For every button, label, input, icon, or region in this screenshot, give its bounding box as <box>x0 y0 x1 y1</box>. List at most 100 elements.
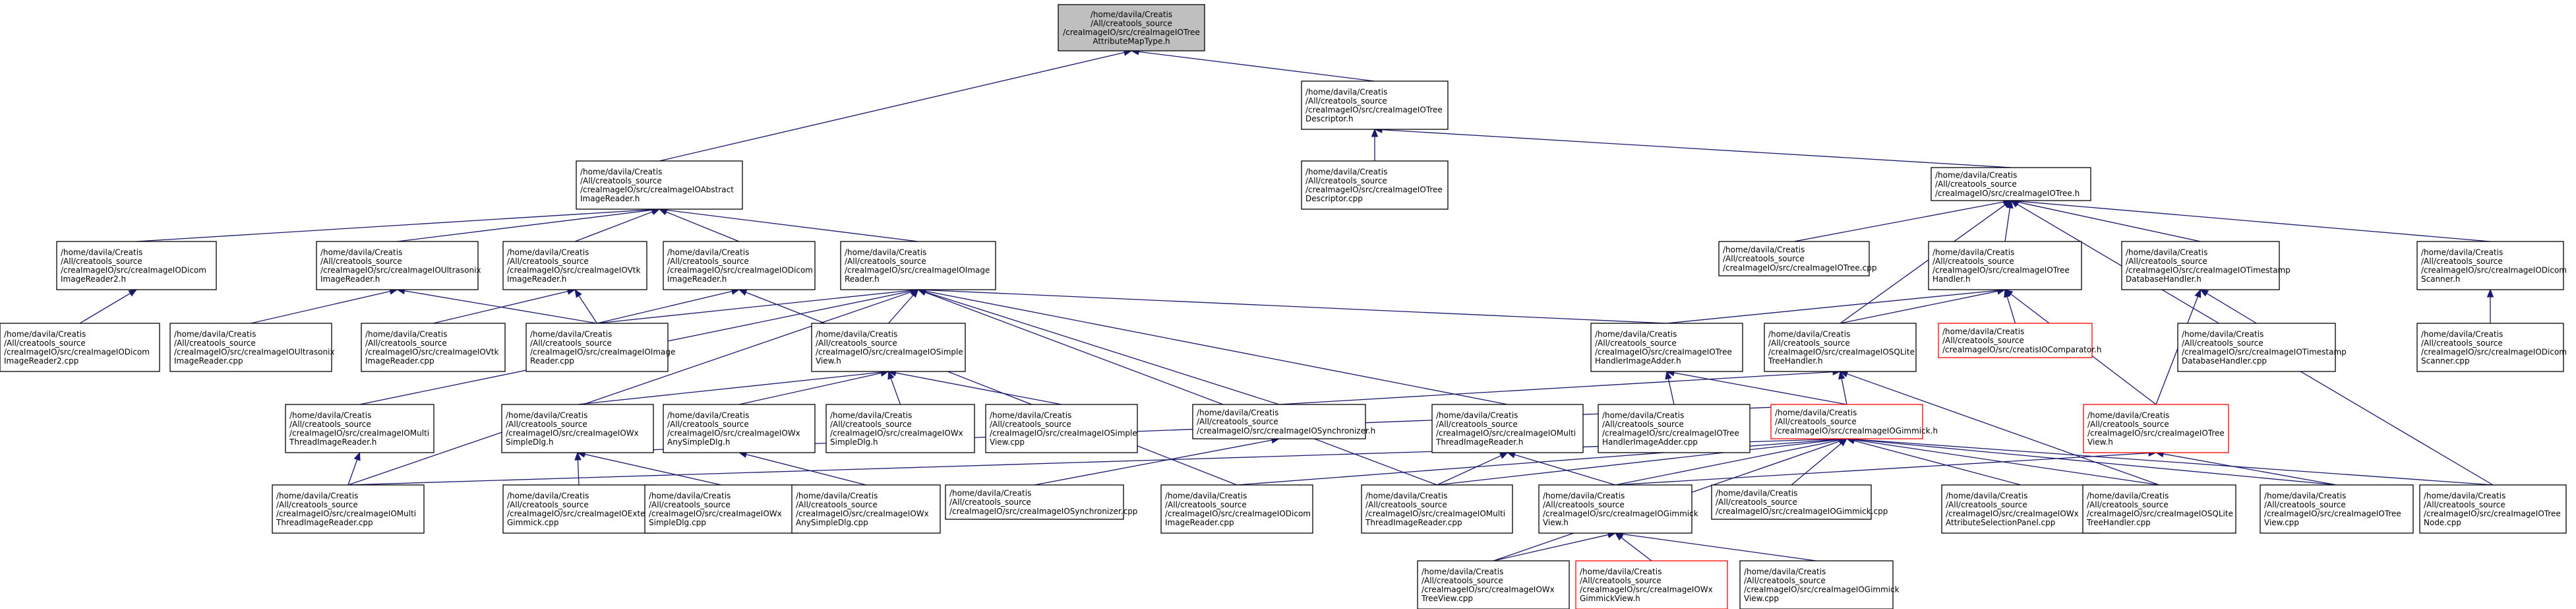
file-node[interactable]: /home/davila/Creatis/All/creatools_sourc… <box>1739 560 1900 609</box>
file-node[interactable]: /home/davila/Creatis/All/creatools_sourc… <box>2121 241 2291 290</box>
node-label-line: /All/creatools_source <box>174 338 256 348</box>
file-node[interactable]: /home/davila/Creatis/All/creatools_sourc… <box>945 484 1137 520</box>
node-box <box>1192 404 1366 439</box>
node-label-line: /home/davila/Creatis <box>1365 491 1447 500</box>
file-node[interactable]: /home/davila/Creatis/All/creatools_sourc… <box>502 484 661 534</box>
node-label-line: /creaImageIO/src/creatisIOComparator.h <box>1942 345 2101 354</box>
file-node[interactable]: /home/davila/Creatis/All/creatools_sourc… <box>1301 80 1449 130</box>
file-node[interactable]: /home/davila/Creatis/All/creatools_sourc… <box>1538 484 1698 534</box>
file-node[interactable]: /home/davila/Creatis/All/creatools_sourc… <box>811 323 966 372</box>
node-label-line: /home/davila/Creatis <box>289 410 371 420</box>
file-node[interactable]: /home/davila/Creatis/All/creatools_sourc… <box>985 404 1138 453</box>
file-node[interactable]: /home/davila/Creatis/All/creatools_sourc… <box>525 323 675 372</box>
node-label-line: /creaImageIO/src/creaImageIOWx <box>667 429 800 438</box>
file-node[interactable]: /home/davila/Creatis/All/creatools_sourc… <box>501 404 654 453</box>
include-edge <box>888 294 914 324</box>
file-node[interactable]: /home/davila/Creatis/All/creatools_sourc… <box>169 323 335 372</box>
file-node[interactable]: /home/davila/Creatis/All/creatools_sourc… <box>1931 167 2091 201</box>
node-label-line: Gimmick.cpp <box>507 518 559 527</box>
node-label-line: /All/creatools_source <box>2421 338 2503 348</box>
file-node[interactable]: /home/davila/Creatis/All/creatools_sourc… <box>663 241 816 290</box>
include-edge <box>2018 201 2491 242</box>
node-label-line: /creaImageIO/src/creaImageIODicom <box>4 348 150 357</box>
node-label-line: /home/davila/Creatis <box>2264 491 2346 500</box>
node-label-line: /home/davila/Creatis <box>507 491 589 500</box>
node-label-line: /creaImageIO/src/creaImageIOSQLite <box>2087 509 2233 519</box>
node-box <box>1575 560 1728 609</box>
file-node[interactable]: /home/davila/Creatis/All/creatools_sourc… <box>840 241 996 290</box>
node-label-line: ImageReader2.h <box>61 274 126 284</box>
file-node[interactable]: /home/davila/Creatis/All/creatools_sourc… <box>1938 323 2101 358</box>
file-node[interactable]: /home/davila/Creatis/All/creatools_sourc… <box>1770 404 1938 439</box>
node-label-line: /creaImageIO/src/creaImageIOWx <box>506 429 639 438</box>
file-node[interactable]: /home/davila/Creatis/All/creatools_sourc… <box>2260 484 2414 534</box>
include-edge <box>1621 537 1652 561</box>
file-node[interactable]: /home/davila/Creatis/All/creatools_sourc… <box>2083 404 2229 453</box>
node-box <box>1764 323 1917 372</box>
file-node[interactable]: /home/davila/Creatis/All/creatools_sourc… <box>502 241 647 290</box>
file-node[interactable]: /home/davila/Creatis/All/creatools_sourc… <box>2416 323 2567 372</box>
file-node[interactable]: /home/davila/Creatis/All/creatools_sourc… <box>1361 484 1513 534</box>
file-node[interactable]: /home/davila/Creatis/All/creatools_sourc… <box>1711 484 1888 520</box>
file-node[interactable]: /home/davila/Creatis/All/creatools_sourc… <box>1598 404 1751 453</box>
node-label-line: /home/davila/Creatis <box>1595 329 1677 338</box>
file-node[interactable]: /home/davila/Creatis/All/creatools_sourc… <box>791 484 941 534</box>
node-label-line: View.cpp <box>1744 594 1779 603</box>
file-node[interactable]: /home/davila/Creatis/All/creatools_sourc… <box>663 404 816 453</box>
node-label-line: ThreadImageReader.cpp <box>1365 518 1462 527</box>
file-node[interactable]: /home/davila/Creatis/All/creatools_sourc… <box>2082 484 2236 534</box>
node-label-line: /All/creatools_source <box>276 500 358 509</box>
file-node[interactable]: /home/davila/Creatis/All/creatools_sourc… <box>56 241 217 290</box>
node-label-line: /home/davila/Creatis <box>61 247 142 257</box>
include-edge <box>574 211 653 242</box>
file-node[interactable]: /home/davila/Creatis/All/creatools_sourc… <box>1941 484 2101 534</box>
node-label-line: /home/davila/Creatis <box>1602 410 1684 420</box>
file-node[interactable]: /home/davila/Creatis/All/creatools_sourc… <box>1431 404 1584 453</box>
node-label-line: /home/davila/Creatis <box>1165 491 1247 500</box>
file-node[interactable]: /home/davila/Creatis/All/creatools_sourc… <box>1575 560 1728 609</box>
file-node[interactable]: /home/davila/Creatis/All/creatools_sourc… <box>1058 4 1205 51</box>
arrowhead <box>574 451 582 461</box>
node-box <box>2082 484 2236 534</box>
node-label-line: ImageReader.h <box>320 274 380 284</box>
file-node[interactable]: /home/davila/Creatis/All/creatools_sourc… <box>1160 484 1313 534</box>
node-label-line: /home/davila/Creatis <box>1436 410 1518 420</box>
file-node[interactable]: /home/davila/Creatis/All/creatools_sourc… <box>2416 241 2567 290</box>
file-node[interactable]: /home/davila/Creatis/All/creatools_sourc… <box>2419 484 2567 534</box>
node-label-line: /home/davila/Creatis <box>1946 491 2027 500</box>
file-node[interactable]: /home/davila/Creatis/All/creatools_sourc… <box>576 160 743 210</box>
node-label-line: /home/davila/Creatis <box>667 410 749 420</box>
node-label-line: /home/davila/Creatis <box>1580 567 1662 576</box>
file-node[interactable]: /home/davila/Creatis/All/creatools_sourc… <box>825 404 975 453</box>
file-node[interactable]: /home/davila/Creatis/All/creatools_sourc… <box>1718 241 1876 276</box>
arrowhead <box>2002 200 2012 208</box>
node-label-line: /creaImageIO/src/creaImageIOExternal <box>507 509 661 519</box>
include-edge <box>597 290 911 324</box>
file-node[interactable]: /home/davila/Creatis/All/creatools_sourc… <box>1590 323 1743 372</box>
node-label-line: /creaImageIO/src/creaImageIOSynchronizer… <box>949 507 1137 516</box>
file-node[interactable]: /home/davila/Creatis/All/creatools_sourc… <box>1417 560 1570 609</box>
file-node[interactable]: /home/davila/Creatis/All/creatools_sourc… <box>316 241 481 290</box>
file-node[interactable]: /home/davila/Creatis/All/creatools_sourc… <box>0 323 160 372</box>
file-node[interactable]: /home/davila/Creatis/All/creatools_sourc… <box>1764 323 1917 372</box>
node-label-line: /creaImageIO/src/creaImageIODicom <box>2421 266 2567 275</box>
node-label-line: /creaImageIO/src/creaImageIOTree.h <box>1935 189 2080 198</box>
node-label-line: /creaImageIO/src/creaImageIOTree <box>1305 185 1443 195</box>
file-node[interactable]: /home/davila/Creatis/All/creatools_sourc… <box>285 404 434 453</box>
node-box <box>502 241 647 290</box>
node-label-line: /creaImageIO/src/creaImageIOGimmick.h <box>1775 426 1938 435</box>
node-box <box>985 404 1138 453</box>
node-label-line: View.h <box>816 356 841 366</box>
arrowhead <box>1371 128 1379 137</box>
include-edge <box>79 293 131 324</box>
file-node[interactable]: /home/davila/Creatis/All/creatools_sourc… <box>1192 404 1375 439</box>
file-node[interactable]: /home/davila/Creatis/All/creatools_sourc… <box>644 484 798 534</box>
node-label-line: /creaImageIO/src/creaImageIOGimmick <box>1543 509 1698 519</box>
file-node[interactable]: /home/davila/Creatis/All/creatools_sourc… <box>272 484 425 534</box>
node-box <box>1941 484 2101 534</box>
file-node[interactable]: /home/davila/Creatis/All/creatools_sourc… <box>1928 241 2082 290</box>
file-node[interactable]: /home/davila/Creatis/All/creatools_sourc… <box>1301 160 1449 210</box>
node-box <box>501 404 654 453</box>
file-node[interactable]: /home/davila/Creatis/All/creatools_sourc… <box>2177 323 2347 372</box>
file-node[interactable]: /home/davila/Creatis/All/creatools_sourc… <box>361 323 506 372</box>
